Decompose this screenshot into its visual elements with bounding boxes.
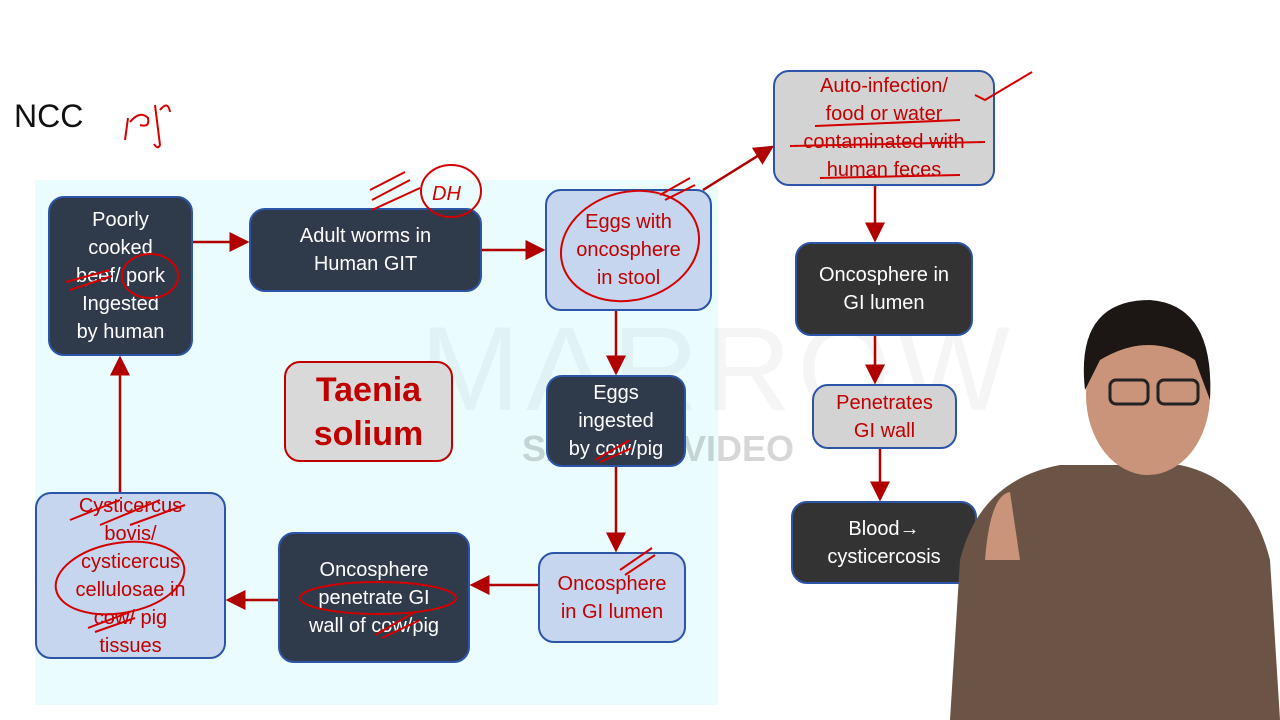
box-oncosphere-gi-lumen: Oncosphere in GI lumen xyxy=(795,242,973,336)
presenter-video xyxy=(950,300,1280,720)
box-oncosphere-lumen: Oncosphere in GI lumen xyxy=(538,552,686,643)
handwritten-annotations xyxy=(54,71,1033,639)
taenia-solium-label: Taenia solium xyxy=(284,361,453,462)
slide-title: NCC xyxy=(14,98,84,134)
box-adult-worms: Adult worms in Human GIT xyxy=(249,208,482,292)
box-blood-cysticercosis: Blood→ cysticercosis xyxy=(791,501,977,584)
box-poorly-cooked-meat: Poorly cooked beef/ pork Ingested by hum… xyxy=(48,196,193,356)
box-eggs-in-stool: Eggs with oncosphere in stool xyxy=(545,189,712,311)
box-auto-infection: Auto-infection/ food or water contaminat… xyxy=(773,70,995,186)
box-eggs-ingested: Eggs ingested by cow/pig xyxy=(546,375,686,467)
box-oncosphere-penetrate: Oncosphere penetrate GI wall of cow/pig xyxy=(278,532,470,663)
annotation-dh: DH xyxy=(432,183,461,205)
arrow xyxy=(702,145,775,192)
box-penetrates-gi-wall: Penetrates GI wall xyxy=(812,384,957,449)
